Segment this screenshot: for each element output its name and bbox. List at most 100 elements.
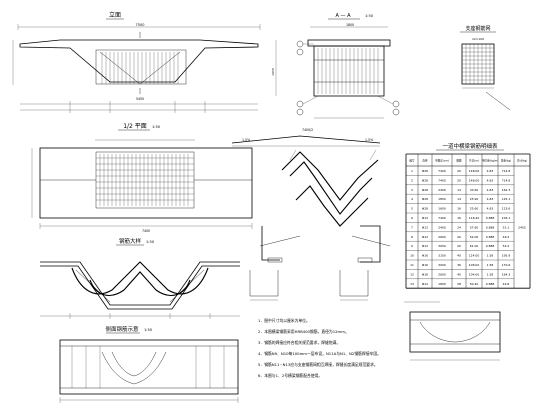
table-cell: 0.888 bbox=[486, 244, 495, 248]
table-cell: 1600 bbox=[438, 207, 446, 211]
table-cell: 162.3 bbox=[502, 188, 511, 192]
table-cell: 2600 bbox=[438, 272, 446, 276]
section-scale: 1:50 bbox=[365, 14, 374, 18]
table-cell: 0.888 bbox=[486, 225, 495, 229]
table-cell: 108.00 bbox=[469, 263, 480, 267]
table-cell: 3050 bbox=[438, 244, 446, 248]
elevation-view: 立面 7500 bbox=[12, 11, 261, 113]
side-detail-scale: 1:50 bbox=[144, 328, 153, 332]
table-cell: 28 bbox=[457, 282, 461, 286]
top-rebar-view: 1.5% 7400/2 1.5% bbox=[231, 128, 440, 303]
table-cell: 12 bbox=[410, 272, 414, 276]
table-cell: 125.1 bbox=[502, 197, 511, 201]
table-cell: Φ12 bbox=[422, 225, 428, 229]
table-cell: 13 bbox=[410, 282, 414, 286]
top-rebar-half-width: 7400/2 bbox=[302, 128, 313, 132]
elevation-top-dim: 7500 bbox=[136, 23, 145, 27]
side-detail-title: 侧面钢筋示意 bbox=[105, 325, 139, 333]
section-aa-view: A — A 1:50 1800 bbox=[271, 13, 400, 119]
table-cell: 118.40 bbox=[469, 216, 480, 220]
table-cell: 40 bbox=[457, 254, 461, 258]
table-cell: 7400 bbox=[438, 169, 446, 173]
table-cell: 4 bbox=[411, 197, 413, 201]
rebar-mesh-grid bbox=[462, 44, 494, 84]
table-cell: 7400 bbox=[438, 178, 446, 182]
table-cell: 40 bbox=[457, 272, 461, 276]
table-cell: 170.6 bbox=[502, 263, 511, 267]
table-header-cell: 直径 bbox=[422, 159, 428, 163]
table-header-cell: 总重(kg) bbox=[501, 159, 511, 163]
plan-grid bbox=[96, 154, 194, 206]
table-cell: 24 bbox=[457, 225, 461, 229]
section-top-dim: 1800 bbox=[346, 23, 354, 27]
table-cell: 4.83 bbox=[487, 197, 494, 201]
table-cell: 148.00 bbox=[469, 178, 480, 182]
elevation-rebar-verticals bbox=[101, 52, 179, 84]
plan-view: 1/2 平面 1:50 bbox=[31, 123, 253, 233]
table-header-cell: 单位重(kg/m) bbox=[482, 159, 498, 163]
table-header-cell: 合计(kg) bbox=[517, 159, 527, 163]
note-2: 2．本图横梁钢筋采用HRB400钢筋，直径为12mm。 bbox=[258, 329, 349, 334]
table-cell: 1800 bbox=[438, 282, 446, 286]
table-cell: 4.83 bbox=[487, 169, 494, 173]
table-cell: 195.9 bbox=[502, 254, 511, 258]
table-cell: Φ12 bbox=[422, 216, 428, 220]
rebar-table-cells: 编号 直径 单根长(cm) 根数 共长(m)单位重(kg/m)总重(kg) 合计(kg) 1… bbox=[409, 159, 527, 286]
table-cell: 8 bbox=[411, 235, 413, 239]
plan-scale: 1:50 bbox=[152, 125, 161, 129]
top-rebar-slope-right: 1.5% bbox=[365, 138, 373, 142]
table-cell: 10 bbox=[410, 254, 414, 258]
table-cell: 2 bbox=[411, 178, 413, 182]
note-6: 6．本图与1、2号横梁钢筋配合使用。 bbox=[258, 373, 322, 378]
side-detail-verticals bbox=[71, 346, 225, 388]
table-header-cell: 共长(m) bbox=[469, 159, 479, 163]
table-cell: 1 bbox=[411, 169, 413, 173]
table-cell: 20 bbox=[457, 169, 461, 173]
note-1: 1．图中尺寸均以厘米为单位。 bbox=[258, 318, 310, 323]
section-stirrups bbox=[317, 48, 379, 94]
bottom-right-section bbox=[409, 311, 501, 361]
table-cell: 52.00 bbox=[470, 235, 479, 239]
table-cell: 124.00 bbox=[469, 254, 480, 258]
top-rebar-slope-left: 1.5% bbox=[242, 138, 250, 142]
table-cell: Φ28 bbox=[422, 188, 428, 192]
table-cell: 6 bbox=[411, 216, 413, 220]
plan-bottom-dim: 7400 bbox=[142, 229, 150, 233]
table-cell: Φ12 bbox=[422, 244, 428, 248]
table-cell: 1.58 bbox=[487, 263, 494, 267]
note-3: 3．钢筋的焊接应符合相关规范要求，焊缝饱满。 bbox=[258, 340, 340, 345]
table-cell: 14 bbox=[457, 197, 461, 201]
table-cell: 4.83 bbox=[487, 178, 494, 182]
table-cell: 11 bbox=[410, 263, 414, 267]
table-cell: 57.60 bbox=[470, 225, 479, 229]
table-cell: Φ28 bbox=[422, 197, 428, 201]
table-cell: Φ16 bbox=[422, 263, 428, 267]
table-header-cell: 单根长(cm) bbox=[435, 159, 449, 163]
table-cell: 16 bbox=[457, 216, 461, 220]
table-cell: 50.40 bbox=[470, 282, 479, 286]
table-cell: 51.1 bbox=[503, 225, 510, 229]
table-cell: 61.00 bbox=[470, 244, 479, 248]
table-cell: 3 bbox=[411, 188, 413, 192]
table-header-cell: 根数 bbox=[456, 159, 462, 163]
elevation-title: 立面 bbox=[109, 11, 121, 19]
table-cell: 3000 bbox=[438, 263, 446, 267]
table-cell: 2400 bbox=[438, 225, 446, 229]
rebar-mesh-title: 支座钢筋网 bbox=[465, 25, 490, 32]
table-cell: 714.8 bbox=[502, 169, 511, 173]
rebar-detail-view: 钢筋大样 1:50 bbox=[40, 237, 240, 319]
plan-title: 1/2 平面 bbox=[123, 123, 147, 130]
table-cell: 46.2 bbox=[503, 235, 510, 239]
table-total-cell: 2455 bbox=[518, 226, 526, 230]
notes-block: 1．图中尺寸均以厘米为单位。 2．本图横梁钢筋采用HRB400钢筋，直径为12m… bbox=[258, 318, 381, 378]
table-cell: Φ28 bbox=[422, 207, 428, 211]
table-cell: 4.83 bbox=[487, 207, 494, 211]
rebar-table: 一道中横梁钢筋明细表 编号直径单根长(cm)根数共长(m)单位重(kg/m)总重… bbox=[405, 142, 531, 289]
table-cell: 9 bbox=[411, 244, 413, 248]
table-cell: 7 bbox=[411, 225, 413, 229]
table-header-cell: 编号 bbox=[409, 159, 415, 163]
table-cell: Φ16 bbox=[422, 272, 428, 276]
table-cell: 105.1 bbox=[502, 216, 511, 220]
table-cell: 3100 bbox=[438, 254, 446, 258]
table-cell: 5 bbox=[411, 207, 413, 211]
